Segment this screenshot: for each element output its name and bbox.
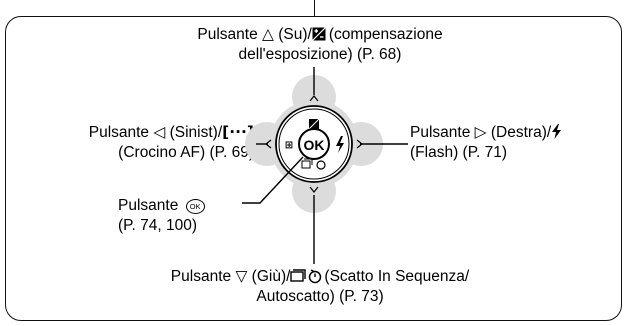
- down-triangle-icon: ▽: [235, 267, 248, 285]
- svg-text:⊞: ⊞: [285, 140, 293, 151]
- sequential-self-timer-icon: [290, 269, 322, 284]
- ok-center-text: OK: [304, 137, 325, 153]
- leader-lines: [242, 67, 408, 264]
- up-triangle-icon: △: [262, 25, 274, 43]
- label-ok-button: Pulsante OK (P. 74, 100): [118, 196, 248, 236]
- label-up-button: Pulsante △ (Su)/(compensazione dell'espo…: [197, 25, 443, 63]
- label-down-button: Pulsante ▽ (Giù)/(Scatto In Sequenza/ Au…: [170, 267, 470, 305]
- exposure-compensation-icon: [311, 27, 326, 41]
- leader-ok: [242, 156, 304, 204]
- ok-center-button[interactable]: [298, 128, 330, 160]
- diagram-frame: [5, 16, 622, 321]
- right-triangle-icon: ▷: [474, 123, 487, 141]
- label-right-button: Pulsante ▷ (Destra)/ (Flash) (P. 71): [410, 122, 620, 163]
- frame-connector-line: [314, 0, 315, 17]
- af-target-icon: [···]: [222, 123, 254, 141]
- dial-up-icon[interactable]: [308, 95, 320, 130]
- left-triangle-icon: ◁: [153, 123, 166, 141]
- flash-icon: [552, 124, 562, 139]
- dial-inner-ring: [278, 108, 350, 180]
- ok-button-icon: OK: [185, 199, 205, 214]
- label-left-button: Pulsante ◁ (Sinist)/[···] (Crocino AF) (…: [88, 123, 254, 161]
